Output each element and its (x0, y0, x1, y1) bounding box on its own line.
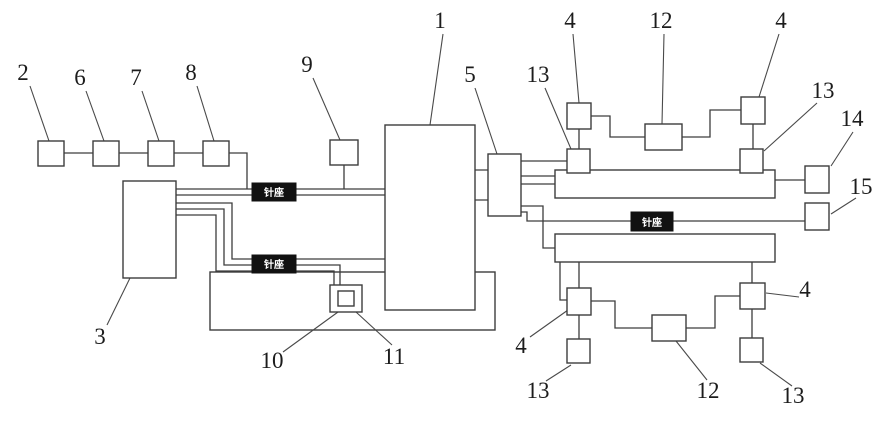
ref-label-15: 15 (850, 174, 873, 199)
ref-label-5: 5 (464, 62, 476, 87)
ref-label-4c: 4 (515, 333, 527, 358)
block-13-bottom-left (566, 338, 591, 364)
ref-label-7: 7 (130, 65, 142, 90)
ref-label-4b: 4 (775, 8, 787, 33)
ref-label-8: 8 (185, 60, 197, 85)
block-5 (487, 153, 522, 217)
ref-label-11: 11 (383, 344, 405, 369)
right-bottom-bar (554, 233, 776, 263)
block-1 (384, 124, 476, 311)
ref-label-13d: 13 (782, 383, 805, 408)
block-15 (804, 202, 830, 231)
ref-label-1: 1 (434, 8, 446, 33)
wiring (64, 109, 805, 339)
block-7 (147, 140, 175, 167)
ref-label-13c: 13 (527, 378, 550, 403)
block-6 (92, 140, 120, 167)
block-4-top-right (740, 96, 766, 125)
needle-socket-label-2: 针座 (264, 258, 284, 271)
block-13-bottom-right (739, 337, 764, 363)
ref-label-4d: 4 (799, 277, 811, 302)
block-12-bottom (651, 314, 687, 342)
block-4-top-left (566, 102, 592, 130)
block-13-top-right (739, 148, 764, 174)
needle-socket-label-1: 针座 (264, 186, 284, 199)
ref-label-2: 2 (17, 60, 29, 85)
ref-label-13b: 13 (812, 78, 835, 103)
block-8 (202, 140, 230, 167)
block-14 (804, 165, 830, 194)
ref-label-12b: 12 (697, 378, 720, 403)
label-leaders (29, 33, 857, 387)
ref-label-6: 6 (74, 65, 86, 90)
block-11 (337, 290, 355, 307)
ref-label-3: 3 (94, 324, 106, 349)
ref-label-10: 10 (261, 348, 284, 373)
block-4-bottom-right (739, 282, 766, 310)
ref-label-14: 14 (841, 106, 865, 131)
right-top-bar (554, 169, 776, 199)
ref-label-13a: 13 (527, 62, 550, 87)
needle-socket-box-3 (630, 211, 674, 232)
needle-socket-box-2 (251, 254, 297, 274)
block-12-top (644, 123, 683, 151)
block-13-top-left (566, 148, 591, 174)
needle-socket-box-1 (251, 182, 297, 202)
block-4-bottom-left (566, 287, 592, 316)
ref-label-12a: 12 (650, 8, 673, 33)
block-9 (329, 139, 359, 166)
ref-label-9: 9 (301, 52, 313, 77)
lower-left-frame (209, 271, 496, 331)
ref-label-4a: 4 (564, 8, 576, 33)
block-3 (122, 180, 177, 279)
block-2 (37, 140, 65, 167)
needle-socket-label-3: 针座 (642, 216, 662, 229)
